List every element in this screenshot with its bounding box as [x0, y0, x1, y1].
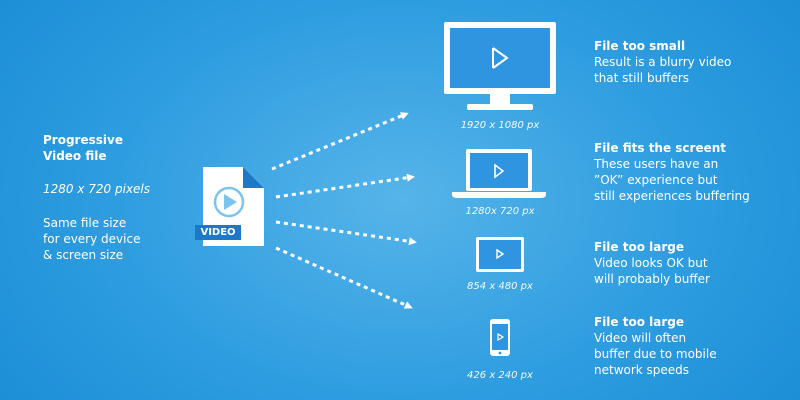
- source-desc-line2: for every device: [43, 232, 141, 246]
- phone-line: buffer due to mobile: [594, 347, 717, 361]
- source-title-line2: Video file: [43, 149, 107, 163]
- phone-description: File too large Video will often buffer d…: [594, 314, 717, 378]
- monitor-caption: 1920 x 1080 px: [460, 120, 540, 131]
- laptop-description: File fits the screent These users have a…: [594, 140, 750, 204]
- laptop-line: These users have an: [594, 157, 719, 171]
- arrow-to-phone: [275, 246, 413, 309]
- tablet-heading: File too large: [594, 240, 684, 254]
- video-file-badge: VIDEO: [200, 227, 236, 238]
- phone-icon: [490, 319, 510, 356]
- phone-line: Video will often: [594, 331, 687, 345]
- source-title-line1: Progressive: [43, 133, 123, 147]
- laptop-line: still experiences buffering: [594, 189, 750, 203]
- laptop-icon: [452, 149, 546, 198]
- monitor-line: that still buffers: [594, 71, 690, 85]
- source-resolution: 1280 x 720 pixels: [43, 182, 151, 196]
- laptop-heading: File fits the screent: [594, 141, 727, 155]
- phone-play-icon: [497, 332, 505, 342]
- phone-line: network speeds: [594, 363, 690, 377]
- tablet-caption: 854 x 480 px: [467, 281, 533, 292]
- laptop-line: ”OK” experience but: [594, 173, 718, 187]
- source-desc-line1: Same file size: [43, 216, 127, 230]
- source-description: Same file size for every device & screen…: [43, 215, 140, 263]
- arrow-to-monitor: [271, 112, 409, 171]
- tablet-description: File too large Video looks OK but will p…: [594, 239, 710, 287]
- monitor-icon: [444, 22, 556, 110]
- source-desc-line3: & screen size: [43, 248, 124, 262]
- monitor-line: Result is a blurry video: [594, 55, 732, 69]
- phone-caption: 426 x 240 px: [467, 370, 533, 381]
- arrow-to-laptop: [275, 173, 415, 199]
- tablet-line: will probably buffer: [594, 272, 710, 286]
- monitor-play-icon: [492, 47, 509, 69]
- tablet-icon: [476, 237, 524, 272]
- video-file-icon: [195, 167, 264, 246]
- tablet-play-icon: [496, 248, 505, 260]
- laptop-play-icon: [494, 163, 505, 179]
- tablet-line: Video looks OK but: [594, 256, 708, 270]
- arrow-to-tablet: [275, 220, 417, 246]
- monitor-heading: File too small: [594, 39, 686, 53]
- phone-heading: File too large: [594, 315, 684, 329]
- source-title: Progressive Video file: [43, 132, 123, 164]
- laptop-caption: 1280x 720 px: [465, 206, 535, 217]
- monitor-description: File too small Result is a blurry video …: [594, 38, 731, 86]
